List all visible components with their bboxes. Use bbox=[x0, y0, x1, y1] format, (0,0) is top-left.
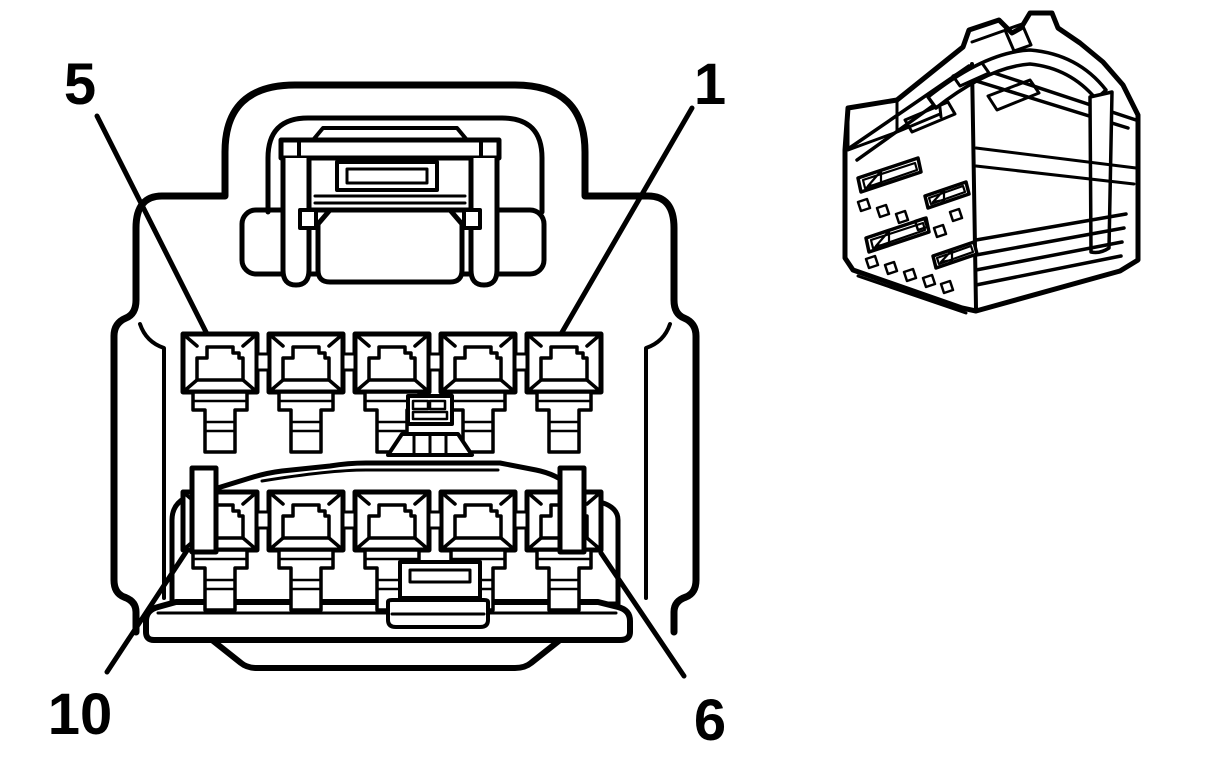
latch-shelf-lines bbox=[313, 194, 467, 205]
key-cell bbox=[411, 399, 430, 411]
dome-inner-arch bbox=[265, 115, 545, 215]
key-cell bbox=[411, 410, 449, 421]
cavity-bridge bbox=[427, 352, 443, 372]
callout-terminal-6: 6 bbox=[694, 688, 726, 753]
center-keying-bottom bbox=[386, 560, 490, 629]
housing-outline bbox=[110, 81, 700, 636]
side-flare-left bbox=[138, 322, 166, 600]
cavity-bridge bbox=[427, 510, 443, 530]
leader-line-terminal-5 bbox=[94, 113, 210, 337]
callout-terminal-1: 1 bbox=[694, 52, 726, 117]
shroud-tower-right bbox=[557, 465, 587, 555]
latch-post-right bbox=[468, 155, 500, 288]
terminal-cavity-4 bbox=[269, 334, 343, 452]
latch-tab-right bbox=[462, 208, 482, 230]
iso-hook-line bbox=[970, 29, 1005, 44]
iso-bottom-skirt bbox=[856, 274, 968, 315]
iso-face-divider bbox=[970, 62, 978, 310]
iso-terminal-slots bbox=[856, 156, 979, 270]
iso-seal-ridges bbox=[974, 212, 1128, 287]
iso-slot-detail bbox=[935, 244, 975, 266]
latch-button bbox=[335, 160, 439, 192]
cavity-bridge bbox=[255, 352, 271, 372]
latch-bar bbox=[278, 137, 502, 161]
callout-terminal-5: 5 bbox=[64, 52, 96, 117]
leader-line-terminal-6 bbox=[598, 550, 687, 679]
side-flare-right bbox=[644, 322, 672, 600]
iso-strap-loop bbox=[1003, 22, 1033, 53]
iso-top-panels bbox=[903, 61, 1041, 134]
latch-assembly bbox=[278, 126, 502, 288]
latch-post-left bbox=[280, 155, 312, 288]
connector-isometric-view bbox=[842, 10, 1141, 315]
terminal-row-bottom bbox=[183, 492, 601, 610]
iso-side-bands bbox=[974, 146, 1138, 186]
center-keying-top bbox=[406, 394, 454, 426]
bottom-key-block bbox=[398, 560, 482, 600]
iso-slot-detail bbox=[869, 221, 927, 250]
latch-bar-endcaps bbox=[297, 138, 483, 160]
latch-tab-left bbox=[298, 208, 318, 230]
cavity-bridge bbox=[255, 510, 271, 530]
leader-line-terminal-1 bbox=[558, 105, 695, 337]
iso-top-left-steps bbox=[846, 88, 943, 152]
bottom-lip bbox=[209, 637, 563, 671]
terminal-cavity-5 bbox=[183, 334, 257, 452]
cavity-bridge bbox=[341, 510, 357, 530]
cavity-bridge bbox=[513, 510, 529, 530]
connector-front-view bbox=[110, 81, 700, 671]
latch-lower-block bbox=[315, 207, 465, 285]
cavity-bridge bbox=[513, 352, 529, 372]
callout-terminal-10: 10 bbox=[48, 682, 113, 747]
cavity-bridge bbox=[341, 352, 357, 372]
leader-line-terminal-10 bbox=[104, 549, 189, 675]
latch-button-window bbox=[345, 167, 429, 185]
center-keying-rib bbox=[386, 432, 474, 457]
terminal-row-top bbox=[183, 334, 601, 452]
iso-slot-detail bbox=[927, 184, 967, 206]
shroud-tower-left bbox=[189, 465, 219, 555]
iso-latch-strap-side bbox=[1088, 90, 1114, 255]
lower-shroud-rim bbox=[260, 468, 500, 483]
terminal-cavity-1 bbox=[527, 334, 601, 452]
key-rib-lines bbox=[412, 432, 448, 457]
bottom-key-window bbox=[408, 568, 472, 584]
key-cell bbox=[428, 399, 447, 411]
callouts: 5 1 10 6 bbox=[48, 52, 726, 753]
iso-slot-detail bbox=[861, 161, 919, 190]
